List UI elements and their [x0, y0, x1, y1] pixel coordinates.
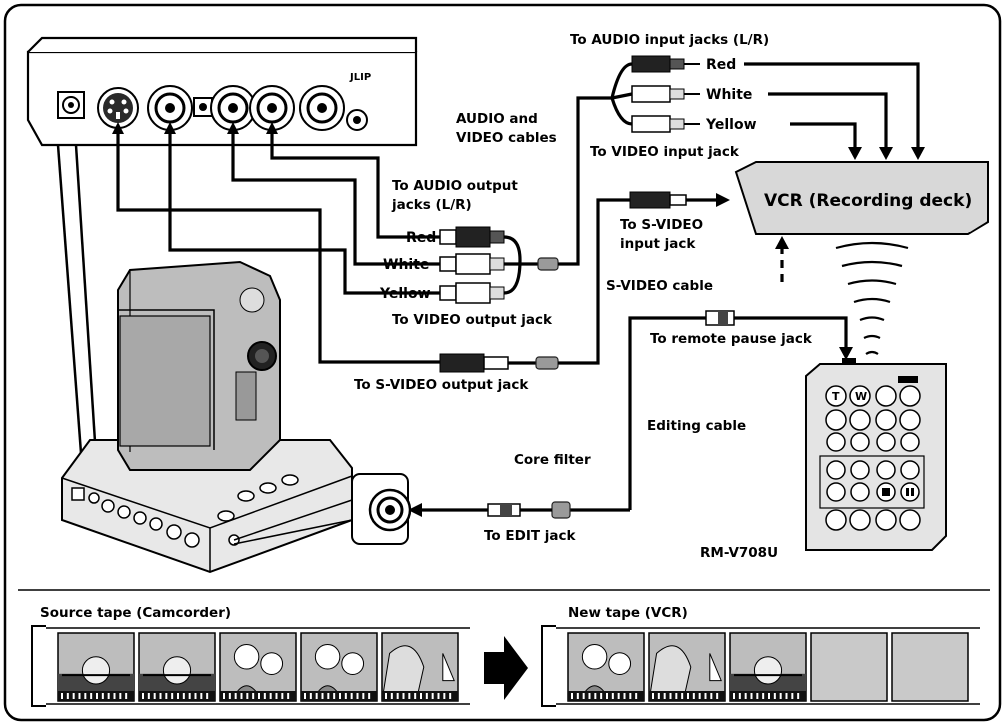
label-av-cables-1: AUDIO and [456, 111, 538, 127]
output-plugs [439, 96, 630, 373]
small-square-jack [193, 97, 213, 117]
label-yellow-out: Yellow [379, 286, 431, 302]
frame-couple [300, 632, 378, 702]
label-to-edit: To EDIT jack [484, 528, 576, 544]
label-core-filter: Core filter [514, 452, 591, 468]
label-svideo-cable: S-VIDEO cable [606, 278, 713, 294]
remote-t-button: T [832, 390, 840, 403]
label-remote-model: RM-V708U [700, 545, 778, 561]
label-to-video-output: To VIDEO output jack [392, 312, 553, 328]
label-yellow-in: Yellow [705, 117, 757, 133]
label-to-svideo-input-1: To S-VIDEO [620, 217, 703, 233]
audio-right-jack [249, 85, 295, 131]
label-vcr: VCR (Recording deck) [764, 191, 972, 211]
audio-left-jack [210, 85, 256, 131]
label-white-in: White [706, 87, 752, 103]
ir-waves [835, 241, 909, 355]
label-to-svideo-output: To S-VIDEO output jack [354, 377, 529, 393]
editing-cable [408, 236, 853, 519]
connector-panel: JLIP [26, 36, 418, 147]
remote-control [805, 358, 947, 551]
source-tape-strip [31, 625, 470, 707]
new-tape-strip [541, 625, 980, 707]
frame-couple [567, 632, 645, 702]
rf-jack [299, 85, 345, 131]
label-to-video-input: To VIDEO input jack [590, 144, 740, 160]
remote-w-button: W [855, 390, 867, 403]
frame-girl-with-sailboat [648, 632, 726, 702]
label-red-out: Red [406, 230, 436, 246]
frame-blank [810, 632, 888, 702]
label-white-out: White [383, 257, 429, 273]
frame-sunset [729, 632, 807, 702]
label-editing-cable: Editing cable [647, 418, 746, 434]
frame-sunset [57, 632, 135, 702]
label-to-audio-output-2: jacks (L/R) [391, 197, 472, 213]
label-av-cables-2: VIDEO cables [456, 130, 557, 146]
frame-blank [891, 632, 969, 702]
dc-jack [57, 91, 85, 119]
label-to-audio-input: To AUDIO input jacks (L/R) [570, 32, 769, 48]
jlip-logo: JLIP [349, 72, 371, 83]
label-to-svideo-input-2: input jack [620, 236, 696, 252]
vcr [734, 161, 989, 235]
transfer-arrow-icon [484, 636, 528, 700]
label-new-tape: New tape (VCR) [568, 605, 688, 621]
edit-jack-callout [233, 473, 412, 545]
panel-cables [56, 122, 440, 521]
label-source-tape: Source tape (Camcorder) [40, 605, 231, 621]
frame-girl-with-sailboat [381, 632, 459, 702]
label-red-in: Red [706, 57, 736, 73]
label-to-audio-output-1: To AUDIO output [392, 178, 518, 194]
edit-jack-small [346, 109, 368, 131]
video-jack [147, 85, 193, 131]
svideo-jack [97, 87, 139, 129]
frame-sunset [138, 632, 216, 702]
label-to-remote-pause: To remote pause jack [650, 331, 813, 347]
input-plugs [610, 55, 925, 209]
frame-couple [219, 632, 297, 702]
